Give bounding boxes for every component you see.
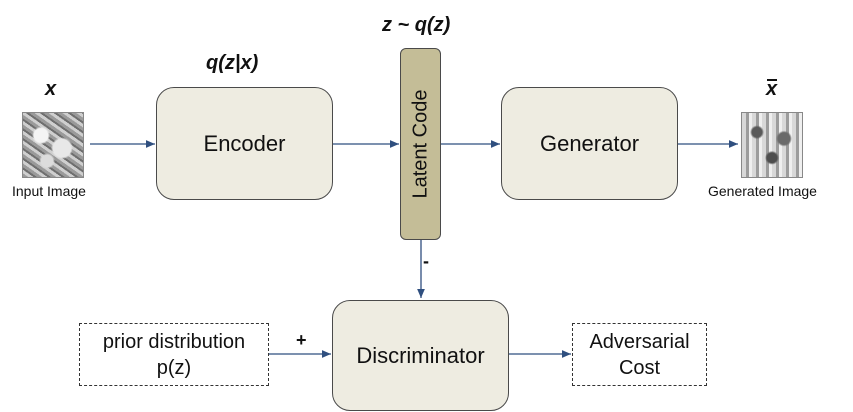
discriminator-label: Discriminator bbox=[356, 342, 485, 368]
latent-code-block: Latent Code bbox=[400, 48, 441, 240]
output-symbol-text: x bbox=[766, 78, 778, 100]
input-symbol: x bbox=[45, 78, 57, 100]
adversarial-cost-box: Adversarial Cost bbox=[572, 323, 707, 386]
latent-code-label: Latent Code bbox=[409, 89, 431, 199]
encoder-label: Encoder bbox=[203, 130, 286, 156]
encoder-block: Encoder bbox=[156, 87, 333, 200]
prior-line1: prior distribution bbox=[102, 330, 246, 353]
discriminator-block: Discriminator bbox=[332, 300, 509, 411]
input-image bbox=[22, 112, 84, 178]
cost-line1: Adversarial bbox=[589, 330, 690, 353]
latent-sample-label: z ~ q(z) bbox=[382, 14, 451, 36]
cost-line2: Cost bbox=[618, 356, 661, 379]
generator-block: Generator bbox=[501, 87, 678, 200]
generated-image bbox=[741, 112, 803, 178]
prior-line2: p(z) bbox=[156, 356, 192, 379]
generator-label: Generator bbox=[539, 130, 640, 156]
output-symbol: x bbox=[766, 78, 778, 101]
plus-sign: + bbox=[296, 330, 307, 350]
input-caption: Input Image bbox=[12, 183, 86, 199]
encoder-distribution-label: q(z|x) bbox=[206, 52, 259, 74]
prior-distribution-box: prior distribution p(z) bbox=[79, 323, 269, 386]
minus-sign: - bbox=[423, 251, 429, 271]
output-caption: Generated Image bbox=[708, 183, 817, 199]
